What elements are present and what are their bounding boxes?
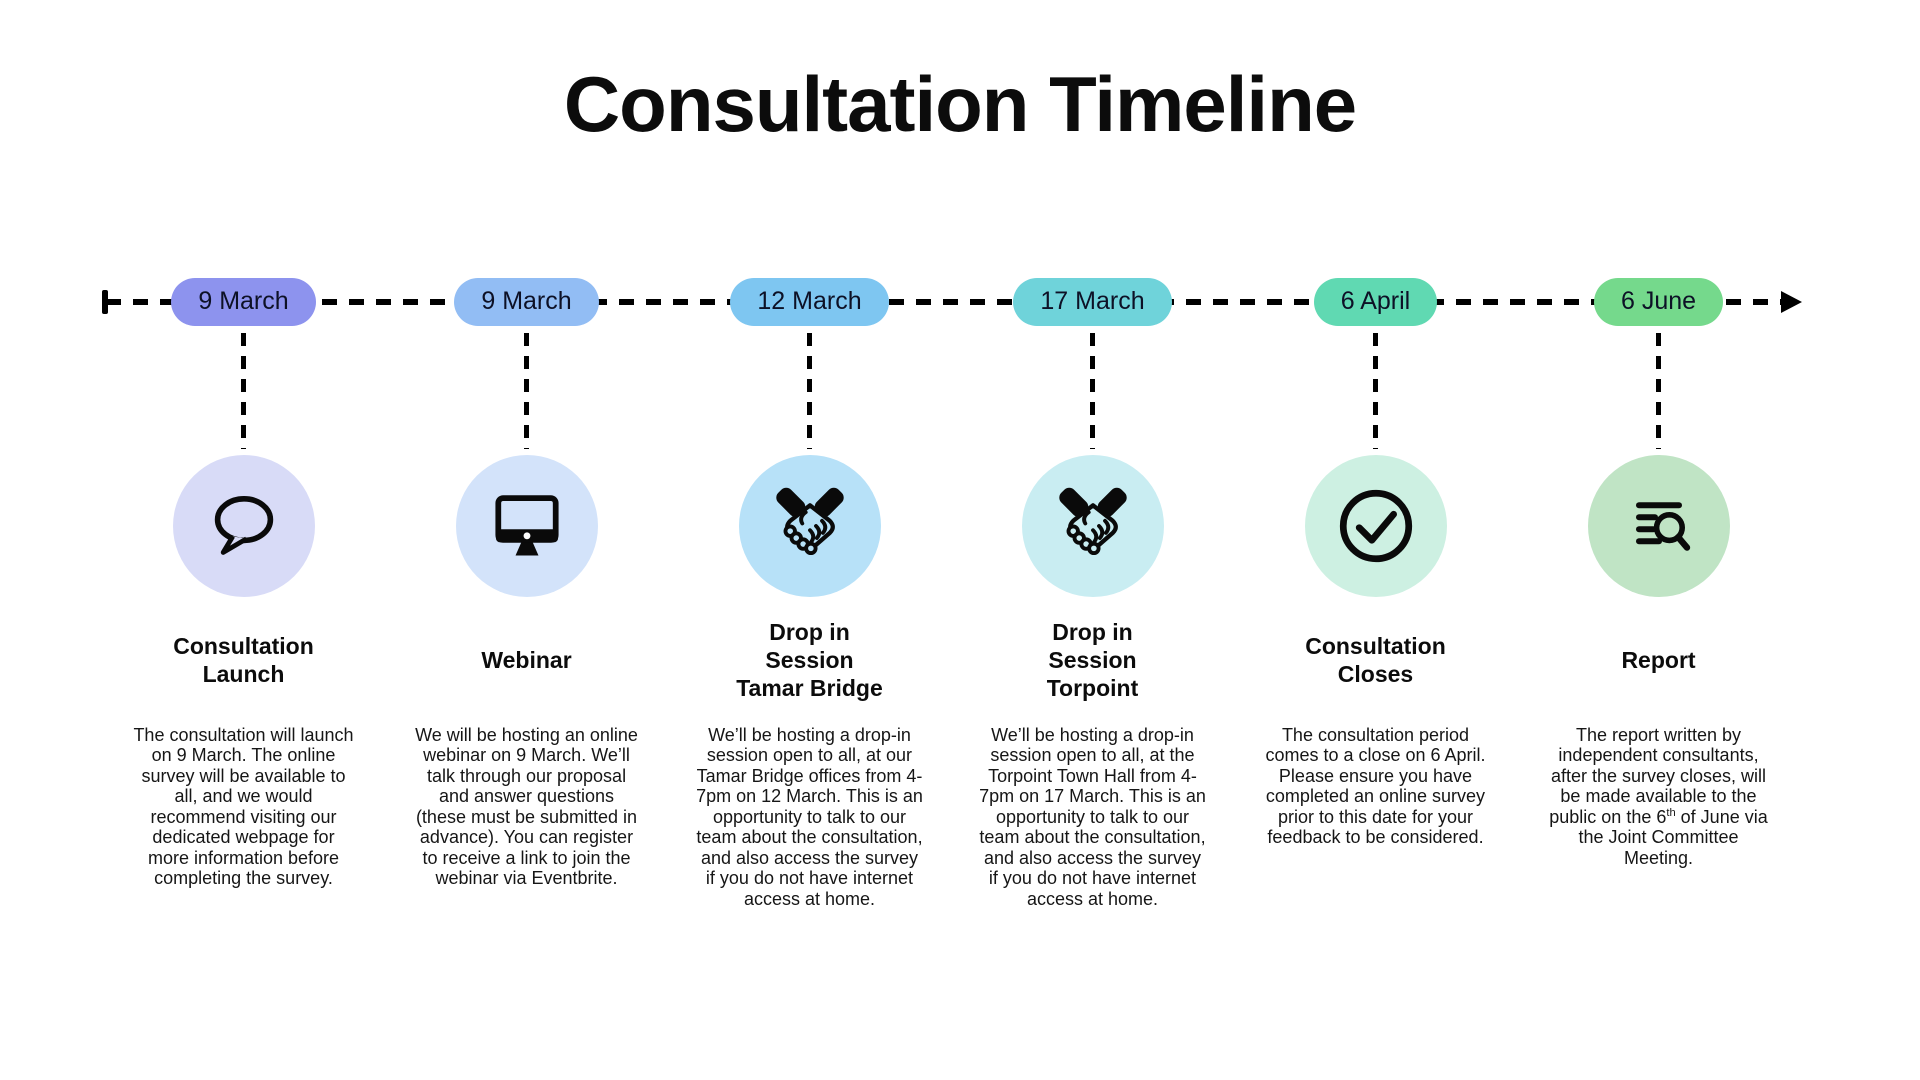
milestone-description: The report written by independent consul… [1545, 725, 1773, 869]
icon-circle [455, 454, 598, 597]
milestone-heading: Report [1621, 647, 1696, 673]
ordinal-superscript: th [1666, 806, 1676, 819]
speech-bubble-icon [204, 486, 284, 566]
monitor-icon [486, 485, 568, 567]
connector-line [1373, 332, 1378, 449]
timeline-column-consultation-launch: 9 March Consultation Launch The consulta… [102, 277, 385, 910]
report-body-text: The report written by independent consul… [1549, 724, 1767, 827]
milestone-heading: Consultation Closes [1305, 633, 1446, 687]
icon-circle [172, 454, 315, 597]
page-title: Consultation Timeline [563, 60, 1357, 148]
connector-line [524, 332, 529, 449]
date-pill: 17 March [1013, 277, 1172, 326]
icon-circle [1304, 454, 1447, 597]
milestone-description: We’ll be hosting a drop-in session open … [696, 724, 923, 909]
milestone-description: The consultation period comes to a close… [1265, 724, 1486, 848]
handshake-icon [767, 483, 853, 569]
timeline-arrow-icon [1781, 290, 1802, 313]
milestone-description: We will be hosting an online webinar on … [415, 724, 638, 889]
icon-circle [1587, 454, 1730, 597]
report-body-text: of June via the Joint Committee Meeting. [1578, 806, 1768, 868]
connector-line [1656, 332, 1661, 449]
timeline-grid: 9 March Consultation Launch The consulta… [102, 277, 1802, 910]
timeline-column-webinar: 9 March Webinar We will be hosting an on… [385, 277, 668, 910]
timeline-column-report: 6 June Report [1517, 277, 1800, 910]
connector-line [241, 332, 246, 449]
milestone-heading: Drop in Session Torpoint [1046, 619, 1139, 701]
timeline-column-consultation-closes: 6 April Consultation Closes The consulta… [1234, 277, 1517, 910]
milestone-description: We’ll be hosting a drop-in session open … [979, 724, 1206, 909]
milestone-heading: Consultation Launch [173, 633, 314, 687]
date-pill: 9 March [171, 277, 316, 326]
check-circle-icon [1334, 484, 1418, 568]
date-pill: 6 April [1313, 277, 1438, 326]
timeline-column-drop-in-torpoint: 17 March [951, 277, 1234, 910]
timeline-dashed-line [106, 298, 1782, 305]
connector-line [1090, 332, 1095, 449]
report-search-icon [1619, 486, 1699, 566]
connector-line [807, 332, 812, 449]
milestone-description: The consultation will launch on 9 March.… [133, 724, 354, 889]
icon-circle [1021, 454, 1164, 597]
timeline-column-drop-in-tamar-bridge: 12 March [668, 277, 951, 910]
timeline-axis [102, 289, 1802, 314]
handshake-icon [1050, 483, 1136, 569]
date-pill: 6 June [1593, 277, 1724, 326]
date-pill: 12 March [730, 277, 889, 326]
icon-circle [738, 454, 881, 597]
milestone-heading: Webinar [481, 647, 572, 673]
timeline-start-cap [102, 289, 108, 314]
milestone-heading: Drop in Session Tamar Bridge [736, 619, 883, 701]
date-pill: 9 March [454, 277, 599, 326]
